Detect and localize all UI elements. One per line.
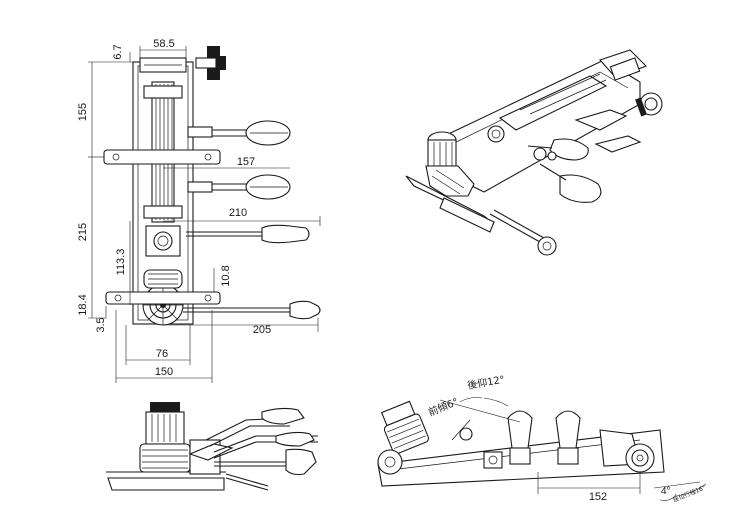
label-seat-travel: 座位行程16° xyxy=(672,483,707,503)
dim-150: 150 xyxy=(155,366,173,378)
side-view-left xyxy=(106,402,318,491)
dim-205: 205 xyxy=(253,324,271,336)
dim-4-deg: 4° xyxy=(661,486,671,497)
dim-76: 76 xyxy=(156,348,168,360)
isometric-view xyxy=(405,49,663,256)
side-view-right xyxy=(377,397,707,501)
dim-155: 155 xyxy=(77,103,89,121)
dim-10-8: 10.8 xyxy=(220,265,232,286)
upper-paddle-lever xyxy=(187,120,291,146)
label-forward-tilt: 前傾6° xyxy=(426,395,460,419)
top-view-dimensions xyxy=(88,46,321,383)
dim-210: 210 xyxy=(229,207,247,219)
dim-6-7: 6.7 xyxy=(112,44,124,59)
dim-3-5: 3.5 xyxy=(95,317,107,332)
dim-157: 157 xyxy=(237,156,255,168)
dim-113-3: 113.3 xyxy=(115,249,127,276)
top-view: 58.5 6.7 155 157 215 210 113.3 10.8 18.4… xyxy=(77,38,321,383)
long-rod-handle xyxy=(186,224,310,244)
tension-knob-top xyxy=(195,46,226,80)
dim-152: 152 xyxy=(589,491,607,503)
dim-215: 215 xyxy=(77,223,89,241)
label-back-tilt: 後仰12° xyxy=(466,373,505,392)
bottom-lever-rod xyxy=(183,300,321,320)
iso-gear-tower xyxy=(425,131,475,197)
dim-18-4: 18.4 xyxy=(77,294,89,315)
paddle-left xyxy=(507,410,533,465)
lower-paddle-lever xyxy=(187,174,291,200)
dim-58-5: 58.5 xyxy=(153,38,174,50)
bottom-gear-knob xyxy=(142,284,184,326)
paddle-right xyxy=(555,410,581,465)
